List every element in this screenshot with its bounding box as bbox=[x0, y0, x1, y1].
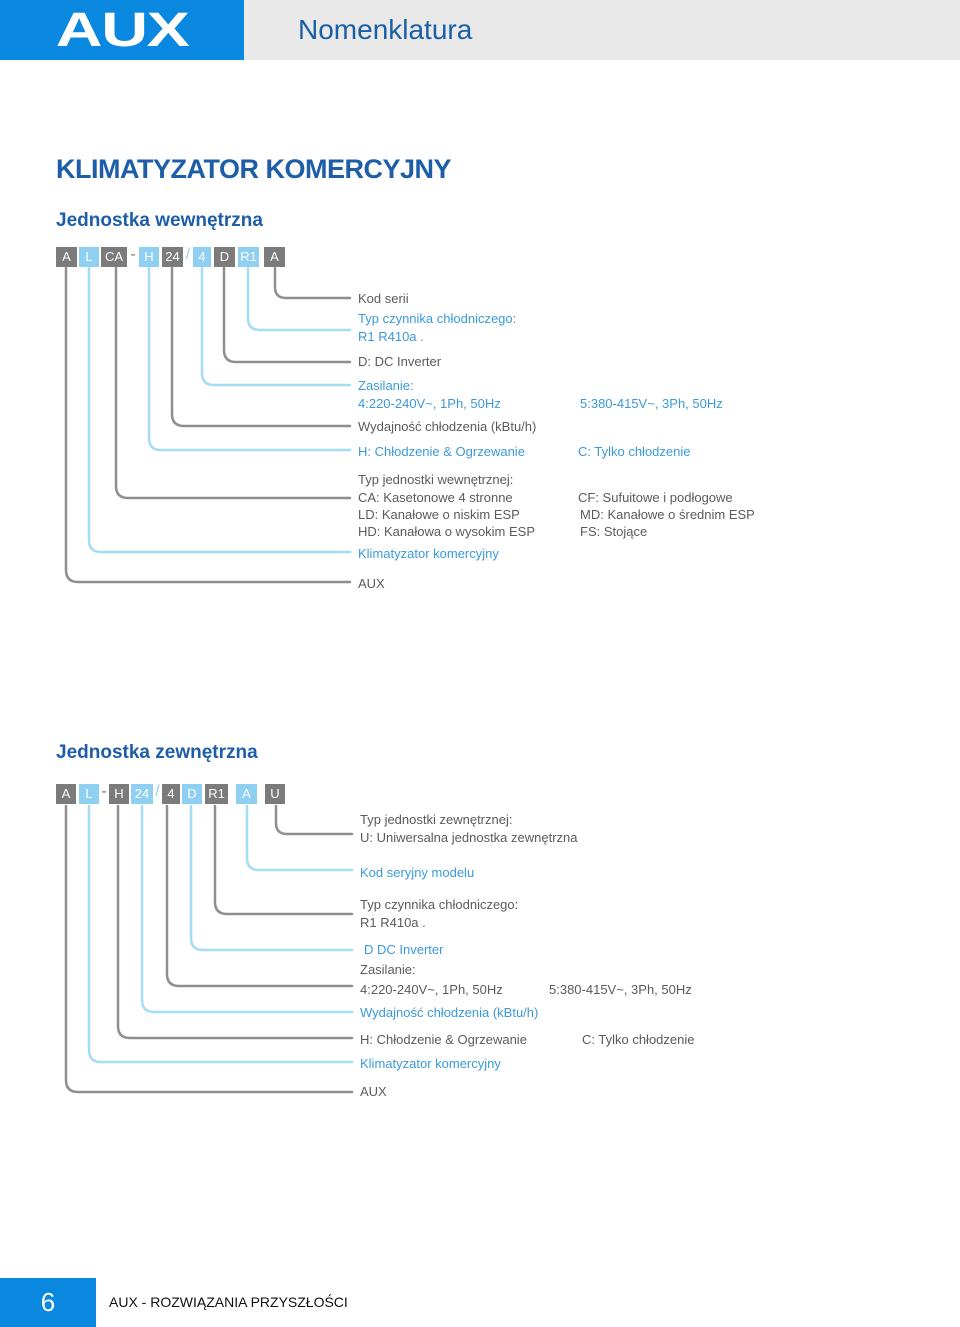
code-box: L bbox=[79, 784, 99, 804]
connector-line bbox=[64, 266, 352, 584]
label-series: Kod serii bbox=[358, 291, 409, 306]
connector-line bbox=[147, 266, 352, 452]
code-box: A bbox=[56, 784, 76, 804]
page-title: Nomenklatura bbox=[298, 14, 473, 45]
logo-text: AUX bbox=[55, 3, 190, 57]
connector-line bbox=[213, 804, 354, 916]
connector-line bbox=[246, 266, 352, 332]
connector-line bbox=[114, 266, 352, 500]
label-mode-c: C: Tylko chłodzenie bbox=[578, 444, 691, 459]
code-box: D bbox=[214, 247, 235, 267]
label-mode-h: H: Chłodzenie & Ogrzewanie bbox=[360, 1032, 527, 1047]
connector-line bbox=[87, 804, 354, 1064]
code-box: A bbox=[56, 247, 77, 267]
label-refrigerant-title: Typ czynnika chłodniczego: bbox=[358, 311, 517, 326]
code-separator: - bbox=[130, 246, 136, 263]
code-separator: - bbox=[101, 783, 107, 800]
connector-line bbox=[140, 804, 354, 1014]
code-box: H bbox=[139, 247, 159, 267]
connector-line bbox=[189, 804, 354, 952]
label-brand: AUX bbox=[360, 1084, 387, 1099]
label-refrigerant-value: R1 R410a . bbox=[360, 915, 426, 930]
code-box: R1 bbox=[205, 784, 228, 804]
outdoor-section-title: Jednostka zewnętrzna bbox=[56, 742, 258, 763]
code-box: R1 bbox=[238, 247, 259, 267]
connector-line bbox=[87, 266, 352, 554]
label-power-4: 4:220-240V~, 1Ph, 50Hz bbox=[360, 982, 503, 997]
label-power-title: Zasilanie: bbox=[360, 962, 416, 977]
code-box: 4 bbox=[162, 784, 180, 804]
label-power-title: Zasilanie: bbox=[358, 378, 414, 393]
label-type-u: U: Uniwersalna jednostka zewnętrzna bbox=[360, 830, 578, 845]
label-inverter: D: DC Inverter bbox=[358, 354, 442, 369]
label-mode-c: C: Tylko chłodzenie bbox=[582, 1032, 695, 1047]
label-commercial: Klimatyzator komercyjny bbox=[360, 1056, 501, 1071]
label-brand: AUX bbox=[358, 576, 385, 591]
label-power-5: 5:380-415V~, 3Ph, 50Hz bbox=[580, 396, 723, 411]
label-type-md: MD: Kanałowe o średnim ESP bbox=[580, 507, 755, 522]
code-box: 24 bbox=[131, 784, 153, 804]
label-power-5: 5:380-415V~, 3Ph, 50Hz bbox=[549, 982, 692, 997]
label-refrigerant-title: Typ czynnika chłodniczego: bbox=[360, 897, 519, 912]
code-box: U bbox=[265, 784, 285, 804]
connector-line bbox=[200, 266, 352, 387]
label-type-ld: LD: Kanałowe o niskim ESP bbox=[358, 507, 520, 522]
label-inverter: D DC Inverter bbox=[364, 942, 444, 957]
code-box: D bbox=[182, 784, 202, 804]
code-separator: / bbox=[185, 246, 191, 263]
label-type-cf: CF: Sufuitowe i podłogowe bbox=[578, 490, 733, 505]
footer-text: AUX - ROZWIĄZANIA PRZYSZŁOŚCI bbox=[109, 1294, 348, 1310]
indoor-section-title: Jednostka wewnętrzna bbox=[56, 210, 263, 231]
aux-logo: AUX bbox=[0, 0, 244, 60]
main-title: KLIMATYZATOR KOMERCYJNY bbox=[56, 154, 452, 184]
page-number: 6 bbox=[0, 1278, 96, 1327]
label-commercial: Klimatyzator komercyjny bbox=[358, 546, 499, 561]
code-box: 24 bbox=[162, 247, 183, 267]
code-box: H bbox=[109, 784, 129, 804]
label-type-ca: CA: Kasetonowe 4 stronne bbox=[358, 490, 513, 505]
label-mode-h: H: Chłodzenie & Ogrzewanie bbox=[358, 444, 525, 459]
code-box: L bbox=[79, 247, 99, 267]
connector-line bbox=[165, 804, 354, 988]
label-type-title: Typ jednostki zewnętrznej: bbox=[360, 812, 513, 827]
label-refrigerant-value: R1 R410a . bbox=[358, 329, 424, 344]
connector-line bbox=[273, 266, 352, 300]
code-box: CA bbox=[101, 247, 127, 267]
code-box: 4 bbox=[193, 247, 211, 267]
label-capacity: Wydajność chłodzenia (kBtu/h) bbox=[360, 1005, 539, 1020]
connector-line bbox=[274, 804, 354, 836]
connector-line bbox=[222, 266, 352, 364]
code-box: A bbox=[264, 247, 285, 267]
label-power-4: 4:220-240V~, 1Ph, 50Hz bbox=[358, 396, 501, 411]
label-type-hd: HD: Kanałowa o wysokim ESP bbox=[358, 524, 536, 539]
label-capacity: Wydajność chłodzenia (kBtu/h) bbox=[358, 419, 537, 434]
code-separator: / bbox=[155, 783, 160, 800]
code-box: A bbox=[236, 784, 257, 804]
connector-line bbox=[245, 804, 354, 872]
connector-line bbox=[116, 804, 354, 1040]
label-type-title: Typ jednostki wewnętrznej: bbox=[358, 472, 514, 487]
label-series: Kod seryjny modelu bbox=[360, 865, 475, 880]
connector-line bbox=[170, 266, 352, 428]
connector-line bbox=[64, 804, 354, 1094]
label-type-fs: FS: Stojące bbox=[580, 524, 648, 539]
